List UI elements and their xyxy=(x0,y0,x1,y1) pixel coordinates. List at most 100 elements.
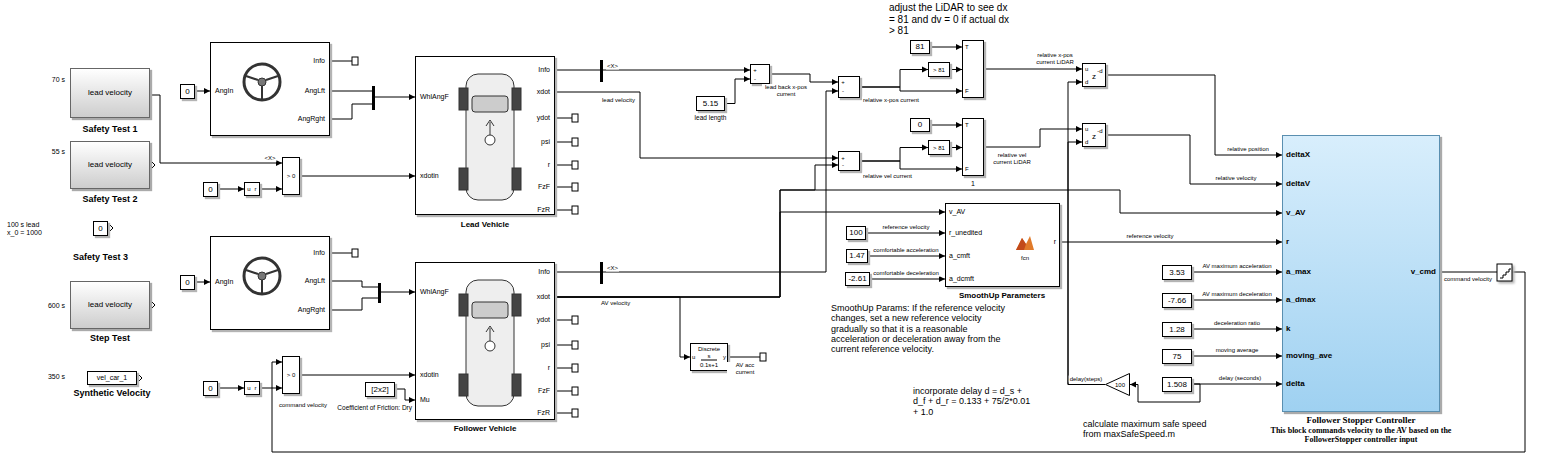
block-text: xdot xyxy=(537,88,550,96)
sum-block: +- xyxy=(838,76,860,98)
constant-block: 0 xyxy=(203,381,218,396)
block-text: 100 xyxy=(1115,381,1125,388)
block-text: lead length xyxy=(695,114,727,121)
model-note: adjust the LiDAR to see dx = 81 and dv =… xyxy=(888,2,1014,37)
constant-block: -7.66 xyxy=(1162,293,1192,308)
mux-bar xyxy=(372,86,381,303)
signal-label: comfortable deceleration xyxy=(872,270,940,277)
signal-line xyxy=(218,385,244,391)
signal-label: AV velocity xyxy=(600,300,631,307)
terminator-wire xyxy=(330,61,760,413)
vehicle-drawing xyxy=(512,294,521,316)
block-text: Safety Test 2 xyxy=(83,194,138,204)
signal-wire xyxy=(300,375,415,376)
signal-line xyxy=(950,67,962,73)
signal-wire xyxy=(860,70,928,88)
signal-label: AV maximum acceleration xyxy=(1201,263,1272,270)
time-annotation: 600 s xyxy=(47,302,66,310)
time-annotation: 55 s xyxy=(51,148,66,156)
block-background xyxy=(690,343,728,371)
block-text: F xyxy=(965,88,969,95)
matlab-icon xyxy=(1016,236,1034,250)
terminator-symbol xyxy=(572,341,578,349)
block-text: v_AV xyxy=(1286,208,1305,217)
block-text: Synthetic Velocity xyxy=(73,388,150,398)
signal-wire xyxy=(330,281,378,287)
terminator-symbol xyxy=(572,364,578,372)
terminator-symbol xyxy=(760,353,766,361)
block-text: z xyxy=(1092,132,1096,141)
signal-wire xyxy=(1440,272,1497,273)
terminator-symbol xyxy=(572,316,578,324)
model-note: calculate maximum safe speed from maxSaf… xyxy=(1082,419,1218,440)
bus-element: <X> xyxy=(606,265,619,272)
signal-label: relative vel current xyxy=(862,173,913,180)
block-text: 3.53 xyxy=(1169,268,1185,277)
vehicle-block: WhlAngFxdotinMuInfoxdotydotpsirFzFFzRFol… xyxy=(415,262,555,420)
signal-wire xyxy=(1192,300,1282,301)
block-text: 5.15 xyxy=(703,99,719,108)
vehicle-drawing xyxy=(512,168,521,190)
block-text: 0 xyxy=(185,87,189,96)
steering-wheel xyxy=(244,64,280,294)
block-text: s xyxy=(708,353,711,360)
signal-wire xyxy=(1068,142,1105,385)
signal-line xyxy=(260,186,282,192)
signal-wire xyxy=(555,165,838,297)
zero-order-hold xyxy=(1497,264,1512,281)
bus-selector-bar xyxy=(600,262,603,284)
block-text: FzR xyxy=(537,409,550,417)
terminator-symbol xyxy=(572,138,578,146)
block-text: a_cmft xyxy=(949,252,970,260)
signal-label: command velocity xyxy=(1443,276,1493,283)
matlab-function-block: v_AVr_unediteda_cmfta_dcmftrfcnSmoothUp … xyxy=(945,203,1060,287)
block-text: u xyxy=(692,354,695,361)
constant-block: 0 xyxy=(180,84,195,99)
block-text: vel_car_1 xyxy=(97,374,127,382)
signal-line xyxy=(300,173,415,179)
terminator-symbol xyxy=(572,206,578,214)
signal-label: relative x-pos current xyxy=(862,97,920,104)
block-text: [2x2] xyxy=(371,385,388,394)
signal-line xyxy=(555,92,838,161)
block-background xyxy=(210,42,330,136)
signal-wire xyxy=(555,297,690,357)
bus-selector-bar xyxy=(600,60,603,284)
constant-block: 1.28 xyxy=(1162,322,1192,337)
signal-wire xyxy=(603,91,838,272)
steering-wheel xyxy=(258,78,266,86)
sum-block: +- xyxy=(838,151,860,171)
block-text: 0 xyxy=(208,384,212,393)
terminator-symbol xyxy=(572,183,578,191)
terminator-wire xyxy=(330,61,760,413)
block-text: 0 xyxy=(918,120,922,129)
filter-block: uyDiscretes0.1s+1 xyxy=(690,343,728,371)
block-text: -7.66 xyxy=(1168,296,1186,305)
signal-wire xyxy=(1068,82,1105,385)
block-text: Info xyxy=(538,268,550,276)
signal-line xyxy=(950,145,962,151)
signal-wire xyxy=(725,79,750,104)
signal-line xyxy=(1068,139,1105,385)
signal-label: relative velocity xyxy=(1214,175,1257,182)
block-text: u xyxy=(247,385,250,392)
signal-wire xyxy=(1192,384,1282,385)
block-text: d xyxy=(1085,79,1088,86)
compare-block: > 81 xyxy=(928,140,950,155)
signal-wire xyxy=(1106,75,1282,155)
zero-order-hold xyxy=(1497,264,1512,281)
bus-element: <X> xyxy=(606,63,619,70)
block-text: u xyxy=(1085,126,1088,133)
signal-wire xyxy=(984,69,1082,70)
block-text: - xyxy=(842,162,844,169)
signal-label: deceleration ratio xyxy=(1213,320,1261,327)
model-note: incorporate delay d = d_s + d_f + d_r = … xyxy=(912,386,1038,417)
signal-line xyxy=(1106,75,1282,158)
switch-block: > 0 xyxy=(282,157,300,195)
block-text: 1 xyxy=(971,180,975,188)
signal-wire xyxy=(555,212,945,297)
vehicle-drawing xyxy=(466,280,514,406)
signal-line xyxy=(195,88,210,94)
signal-wire xyxy=(860,148,928,162)
